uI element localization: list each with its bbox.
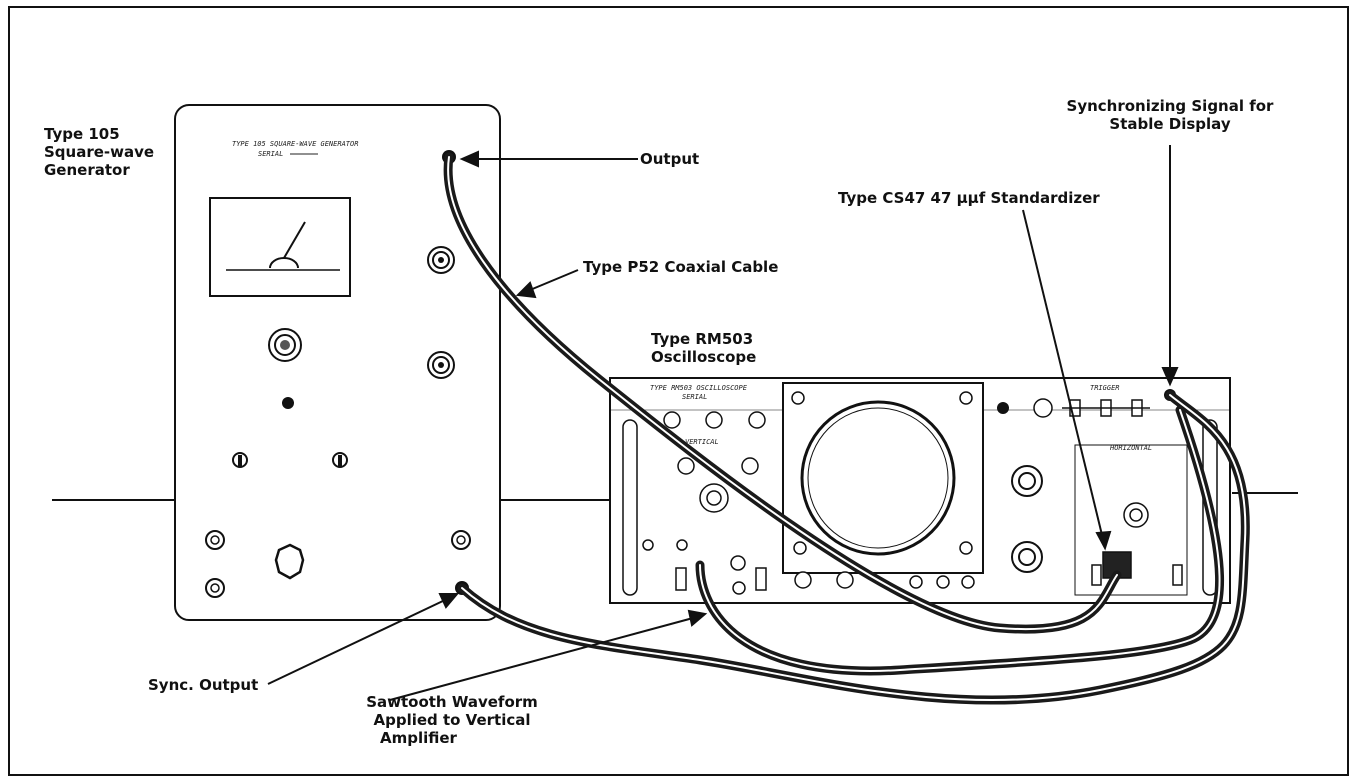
connector-jack-icon [427,351,455,379]
coaxial-cables [443,152,1250,705]
binding-post-icon [451,530,471,550]
generator-label-line: Square-wave [44,143,155,161]
scope-label-line: Oscilloscope [651,348,757,366]
scope-label-line: Type RM503 [651,330,754,348]
sync-signal-label: Synchronizing Signal for Stable Display [1050,97,1290,133]
sawtooth-label-line: Amplifier [380,729,457,747]
trigger-controls [1033,398,1150,418]
trigger-section-label: TRIGGER [1090,384,1120,392]
figure-frame [8,6,1349,776]
sawtooth-label-line: Applied to Vertical [373,711,531,729]
toggle-switch-icon [332,452,348,468]
oscilloscope: TYPE RM503 OSCILLOSCOPE SERIAL VERTICAL … [609,377,1231,604]
output-label: Output [640,150,700,168]
square-wave-generator: TYPE 105 SQUARE-WAVE GENERATOR SERIAL [174,104,501,621]
sync-output-label: Sync. Output [148,676,259,694]
horizontal-controls [1091,502,1183,586]
connector-jack-icon [427,246,455,274]
horizontal-section-box [1074,444,1188,596]
generator-label-line: Type 105 [44,125,120,143]
generator-panel-title: TYPE 105 SQUARE-WAVE GENERATOR [232,140,358,148]
crt-screen-icon [782,382,984,574]
sawtooth-label: Sawtooth Waveform Applied to Vertical Am… [362,693,542,747]
scope-large-knob-icon [1011,465,1043,573]
vertical-section-label: VERTICAL [685,438,719,446]
coax-cable-label: Type P52 Coaxial Cable [583,258,779,276]
toggle-switch-icon [232,452,248,468]
binding-post-icon [205,530,225,550]
generator-knob-icon [268,328,302,362]
horizontal-section-label: HORIZONTAL [1109,444,1152,452]
sawtooth-label-line: Sawtooth Waveform [366,693,538,711]
large-knob-icon [274,543,305,580]
scope-panel-serial: SERIAL [682,393,707,401]
vertical-controls [642,411,767,595]
leader-arrows [267,145,1179,701]
binding-post-icon [205,578,225,598]
generator-panel-serial: SERIAL [258,150,283,158]
scope-panel-title: TYPE RM503 OSCILLOSCOPE [650,384,748,392]
sync-signal-label-line: Stable Display [1109,115,1231,133]
rack-handle-left [622,419,638,596]
meter-icon [209,197,351,297]
standardizer-label: Type CS47 47 µµf Standardizer [838,189,1100,207]
indicator-lamp-icon [282,397,294,409]
scope-label: Type RM503 Oscilloscope [651,330,756,366]
bottom-controls [794,571,975,589]
generator-label-line: Generator [44,161,130,179]
sync-signal-label-line: Synchronizing Signal for [1066,97,1274,115]
generator-label: Type 105 Square-wave Generator [44,125,154,179]
scope-indicator-lamp-icon [997,402,1009,414]
